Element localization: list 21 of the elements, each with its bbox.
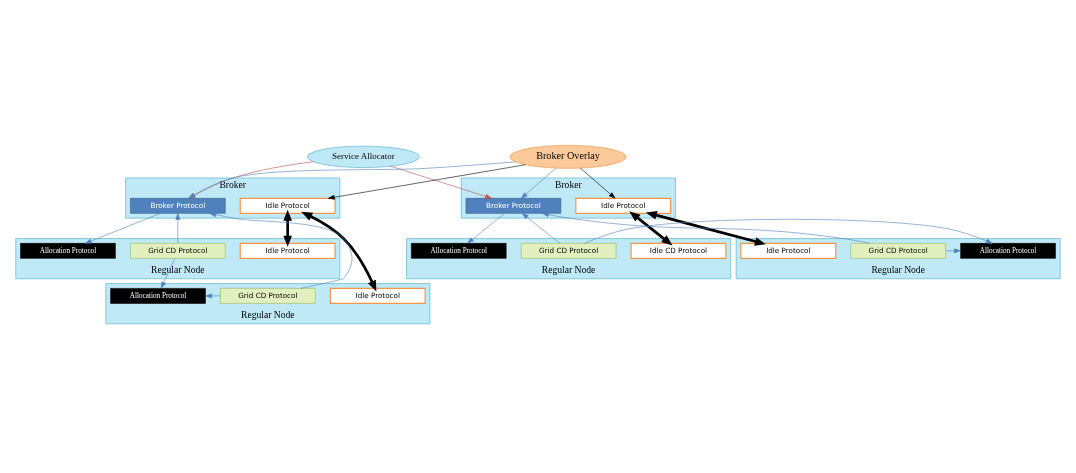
arrow: [85, 212, 161, 244]
arrow: [521, 167, 556, 199]
node-ellipse: Service Allocator: [307, 145, 420, 168]
arrow: [328, 163, 526, 200]
arrow: [579, 167, 616, 198]
arrow: [542, 211, 870, 244]
arrow: [188, 161, 516, 199]
arrow: [945, 247, 961, 253]
arrow: [521, 212, 561, 244]
arrow: [301, 211, 377, 292]
arrow: [160, 257, 175, 288]
arrow: [467, 212, 505, 244]
arrow: [205, 292, 221, 298]
arrow: [645, 210, 766, 246]
arrow: [209, 211, 353, 289]
arrow: [188, 160, 314, 199]
arrow: [584, 218, 993, 244]
arrow: [629, 210, 673, 246]
arrow: [175, 212, 181, 243]
node-ellipse: Broker Overlay: [509, 144, 627, 169]
arrow: [390, 165, 492, 199]
